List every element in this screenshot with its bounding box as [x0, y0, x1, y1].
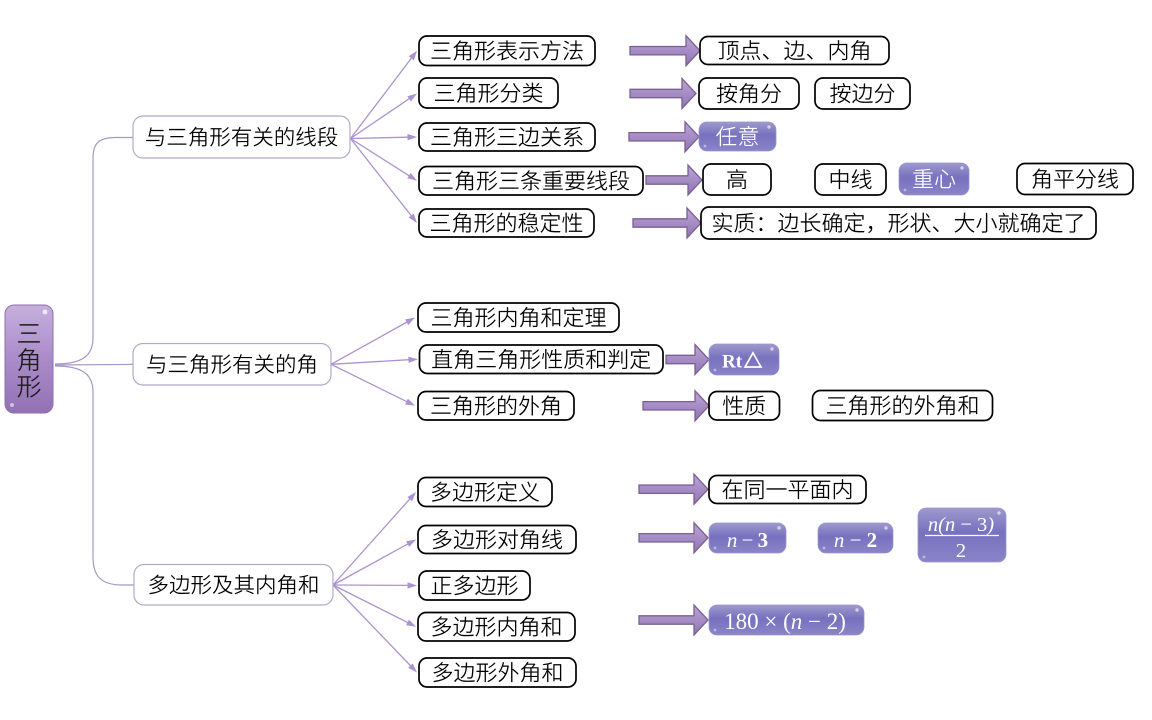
svg-text:Rt: Rt — [722, 352, 743, 373]
svg-text:180 × (n − 2): 180 × (n − 2) — [724, 609, 846, 634]
svg-text:n − 3: n − 3 — [727, 528, 768, 552]
svg-text:n − 2: n − 2 — [834, 528, 877, 552]
svg-text:2: 2 — [956, 540, 966, 562]
svg-text:n(n − 3): n(n − 3) — [928, 514, 994, 536]
